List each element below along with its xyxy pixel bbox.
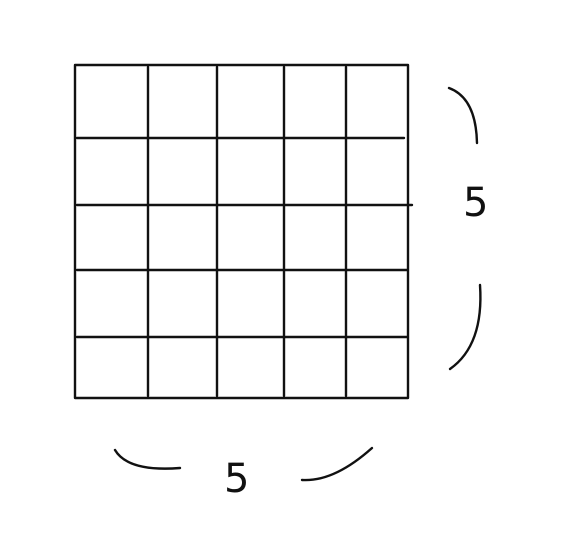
- height-label: 5: [463, 180, 488, 226]
- width-brace-right: [300, 446, 374, 482]
- width-brace: [113, 446, 374, 482]
- width-brace-left: [113, 448, 182, 470]
- width-label: 5: [224, 456, 249, 502]
- height-brace: [447, 86, 482, 371]
- grid-outline: [73, 63, 410, 400]
- height-brace-bottom: [448, 283, 482, 371]
- height-brace-top: [447, 86, 479, 145]
- grid-vertical-lines: [146, 65, 348, 398]
- grid-horizontal-lines: [75, 136, 414, 339]
